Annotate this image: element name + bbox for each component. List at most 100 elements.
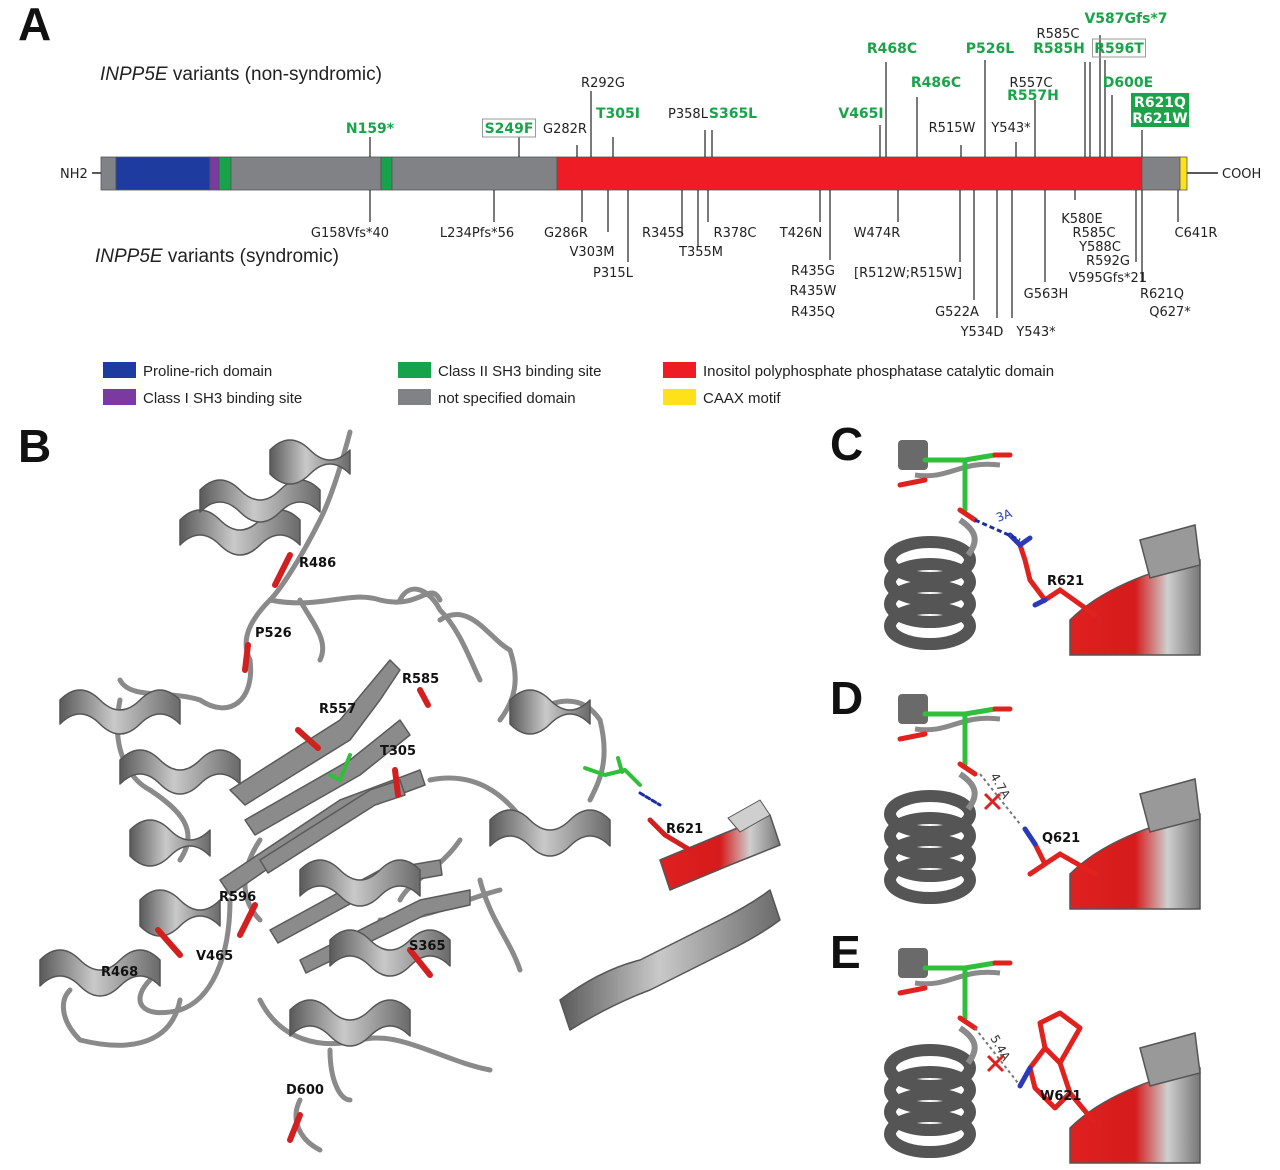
segment-proline-rich xyxy=(115,156,211,191)
variant-top-label: R585C xyxy=(1037,27,1080,42)
nonsyndromic-caption: INPP5E variants (non-syndromic) xyxy=(100,64,382,85)
variant-top-label: R596T xyxy=(1094,41,1144,57)
variant-bottom-label: R378C xyxy=(714,226,757,241)
structure-residue-label: P526 xyxy=(255,626,292,641)
variant-bottom-label: T426N xyxy=(779,226,822,241)
variant-top-label: V465I xyxy=(838,106,883,122)
variant-top-label: T305I xyxy=(596,106,640,122)
variant-bottom-label: R621Q xyxy=(1140,287,1184,302)
variant-bottom-label: V595Gfs*21 xyxy=(1069,271,1147,286)
legend-swatch xyxy=(398,389,431,405)
structure-residue-label: V465 xyxy=(196,949,233,964)
panel-b: B xyxy=(18,420,781,1153)
structure-residue-label: R557 xyxy=(319,702,356,717)
structure-residue-label: S365 xyxy=(409,939,446,954)
variants-bottom: G158Vfs*40 L234Pfs*56 G286R V303M P315L R345S… xyxy=(311,212,1218,340)
variant-bottom-label: Y543* xyxy=(1015,325,1056,340)
variant-top-label: R468C xyxy=(867,41,917,57)
variant-top-label: D600E xyxy=(1103,75,1153,91)
structure-residue-label: R621 xyxy=(666,822,703,837)
variant-bottom-label: P315L xyxy=(593,266,634,281)
variant-bottom-label: R345S xyxy=(642,226,684,241)
legend-swatch xyxy=(663,389,696,405)
variant-bottom-label: G522A xyxy=(935,305,979,320)
legend-label: CAAX motif xyxy=(703,390,781,407)
n-terminus-label: NH2 xyxy=(60,167,88,182)
segment-sh3-class2-2 xyxy=(380,156,393,191)
variant-bottom-label: R435Q xyxy=(791,305,835,320)
segment-sh3-class1 xyxy=(209,156,220,191)
variant-bottom-label: R435G xyxy=(791,264,835,279)
variant-top-label: R585H xyxy=(1033,41,1085,57)
variant-top-label: Y543* xyxy=(990,121,1031,136)
detail-panel: 3A R621 xyxy=(884,440,1201,656)
segment-sh3-class2-1 xyxy=(218,156,232,191)
detail-residue-label: R621 xyxy=(1047,574,1084,589)
legend-label: Inositol polyphosphate phosphatase catal… xyxy=(703,363,1054,380)
variant-bottom-label: Y534D xyxy=(960,325,1004,340)
variant-bottom-label: G286R xyxy=(544,226,588,241)
variant-top-label: P358L xyxy=(668,107,709,122)
legend-label: Class I SH3 binding site xyxy=(143,390,302,407)
detail-panel: 4.7A Q621 xyxy=(884,694,1201,910)
variant-bottom-label: [R512W;R515W] xyxy=(854,266,962,281)
panel-c-letter: C xyxy=(830,418,863,470)
variant-bottom-label: G158Vfs*40 xyxy=(311,226,389,241)
structure-residue-label: D600 xyxy=(286,1083,324,1098)
distance-label: 4.7A xyxy=(987,771,1013,802)
variant-bottom-label: T355M xyxy=(678,245,723,260)
structure-residue-label: R486 xyxy=(299,556,336,571)
variant-top-label: V587Gfs*7 xyxy=(1084,11,1167,27)
protein-structure-cartoon xyxy=(39,429,781,1153)
panel-a-letter: A xyxy=(18,0,51,50)
variant-bottom-label: V303M xyxy=(570,245,615,260)
segment-unspecified-2 xyxy=(230,156,382,191)
variant-top-label: R557C xyxy=(1010,76,1053,91)
variant-bottom-label: L234Pfs*56 xyxy=(440,226,514,241)
variant-ticks xyxy=(369,35,1179,318)
structure-residue-label: R468 xyxy=(101,965,138,980)
legend-label: not specified domain xyxy=(438,390,576,407)
panel-b-letter: B xyxy=(18,420,51,472)
variant-top-label: R486C xyxy=(911,75,961,91)
segment-caax xyxy=(1179,156,1188,191)
variant-bottom-label: G563H xyxy=(1024,287,1069,302)
legend-swatch xyxy=(103,389,136,405)
structure-residue-label: R585 xyxy=(402,672,439,687)
variant-top-label: R621W xyxy=(1132,111,1187,127)
variant-bottom-label: Y588C xyxy=(1078,240,1121,255)
variant-top-label: R557H xyxy=(1007,88,1059,104)
variant-bottom-label: R585C xyxy=(1073,226,1116,241)
structure-residue-label: R596 xyxy=(219,890,256,905)
panel-e-letter: E xyxy=(830,926,861,978)
detail-residue-label: W621 xyxy=(1040,1089,1081,1104)
panel-a: A INPP5E variants (non-syndromic) INPP5E… xyxy=(18,0,1261,407)
variant-bottom-label: R435W xyxy=(790,284,837,299)
distance-label: 3A xyxy=(994,506,1014,525)
legend-swatch xyxy=(398,362,431,378)
syndromic-caption: INPP5E variants (syndromic) xyxy=(95,246,339,267)
variant-top-label: S249F xyxy=(485,121,534,137)
legend-swatch xyxy=(663,362,696,378)
variant-top-label: G282R xyxy=(543,122,587,137)
variant-bottom-label: Q627* xyxy=(1149,305,1191,320)
variant-bottom-label: K580E xyxy=(1061,212,1103,227)
legend-swatch xyxy=(103,362,136,378)
c-terminus-label: COOH xyxy=(1222,167,1261,182)
legend-label: Class II SH3 binding site xyxy=(438,363,601,380)
structure-residue-label: T305 xyxy=(380,744,416,759)
variant-top-label: R515W xyxy=(929,121,976,136)
legend-label: Proline-rich domain xyxy=(143,363,272,380)
segment-catalytic xyxy=(556,156,1143,191)
segment-unspecified-3 xyxy=(391,156,558,191)
variant-top-label: R621Q xyxy=(1134,95,1186,111)
variant-bottom-label: C641R xyxy=(1175,226,1218,241)
variant-bottom-label: R592G xyxy=(1086,254,1130,269)
segment-unspecified-4 xyxy=(1141,156,1181,191)
detail-residue-label: Q621 xyxy=(1042,831,1080,846)
